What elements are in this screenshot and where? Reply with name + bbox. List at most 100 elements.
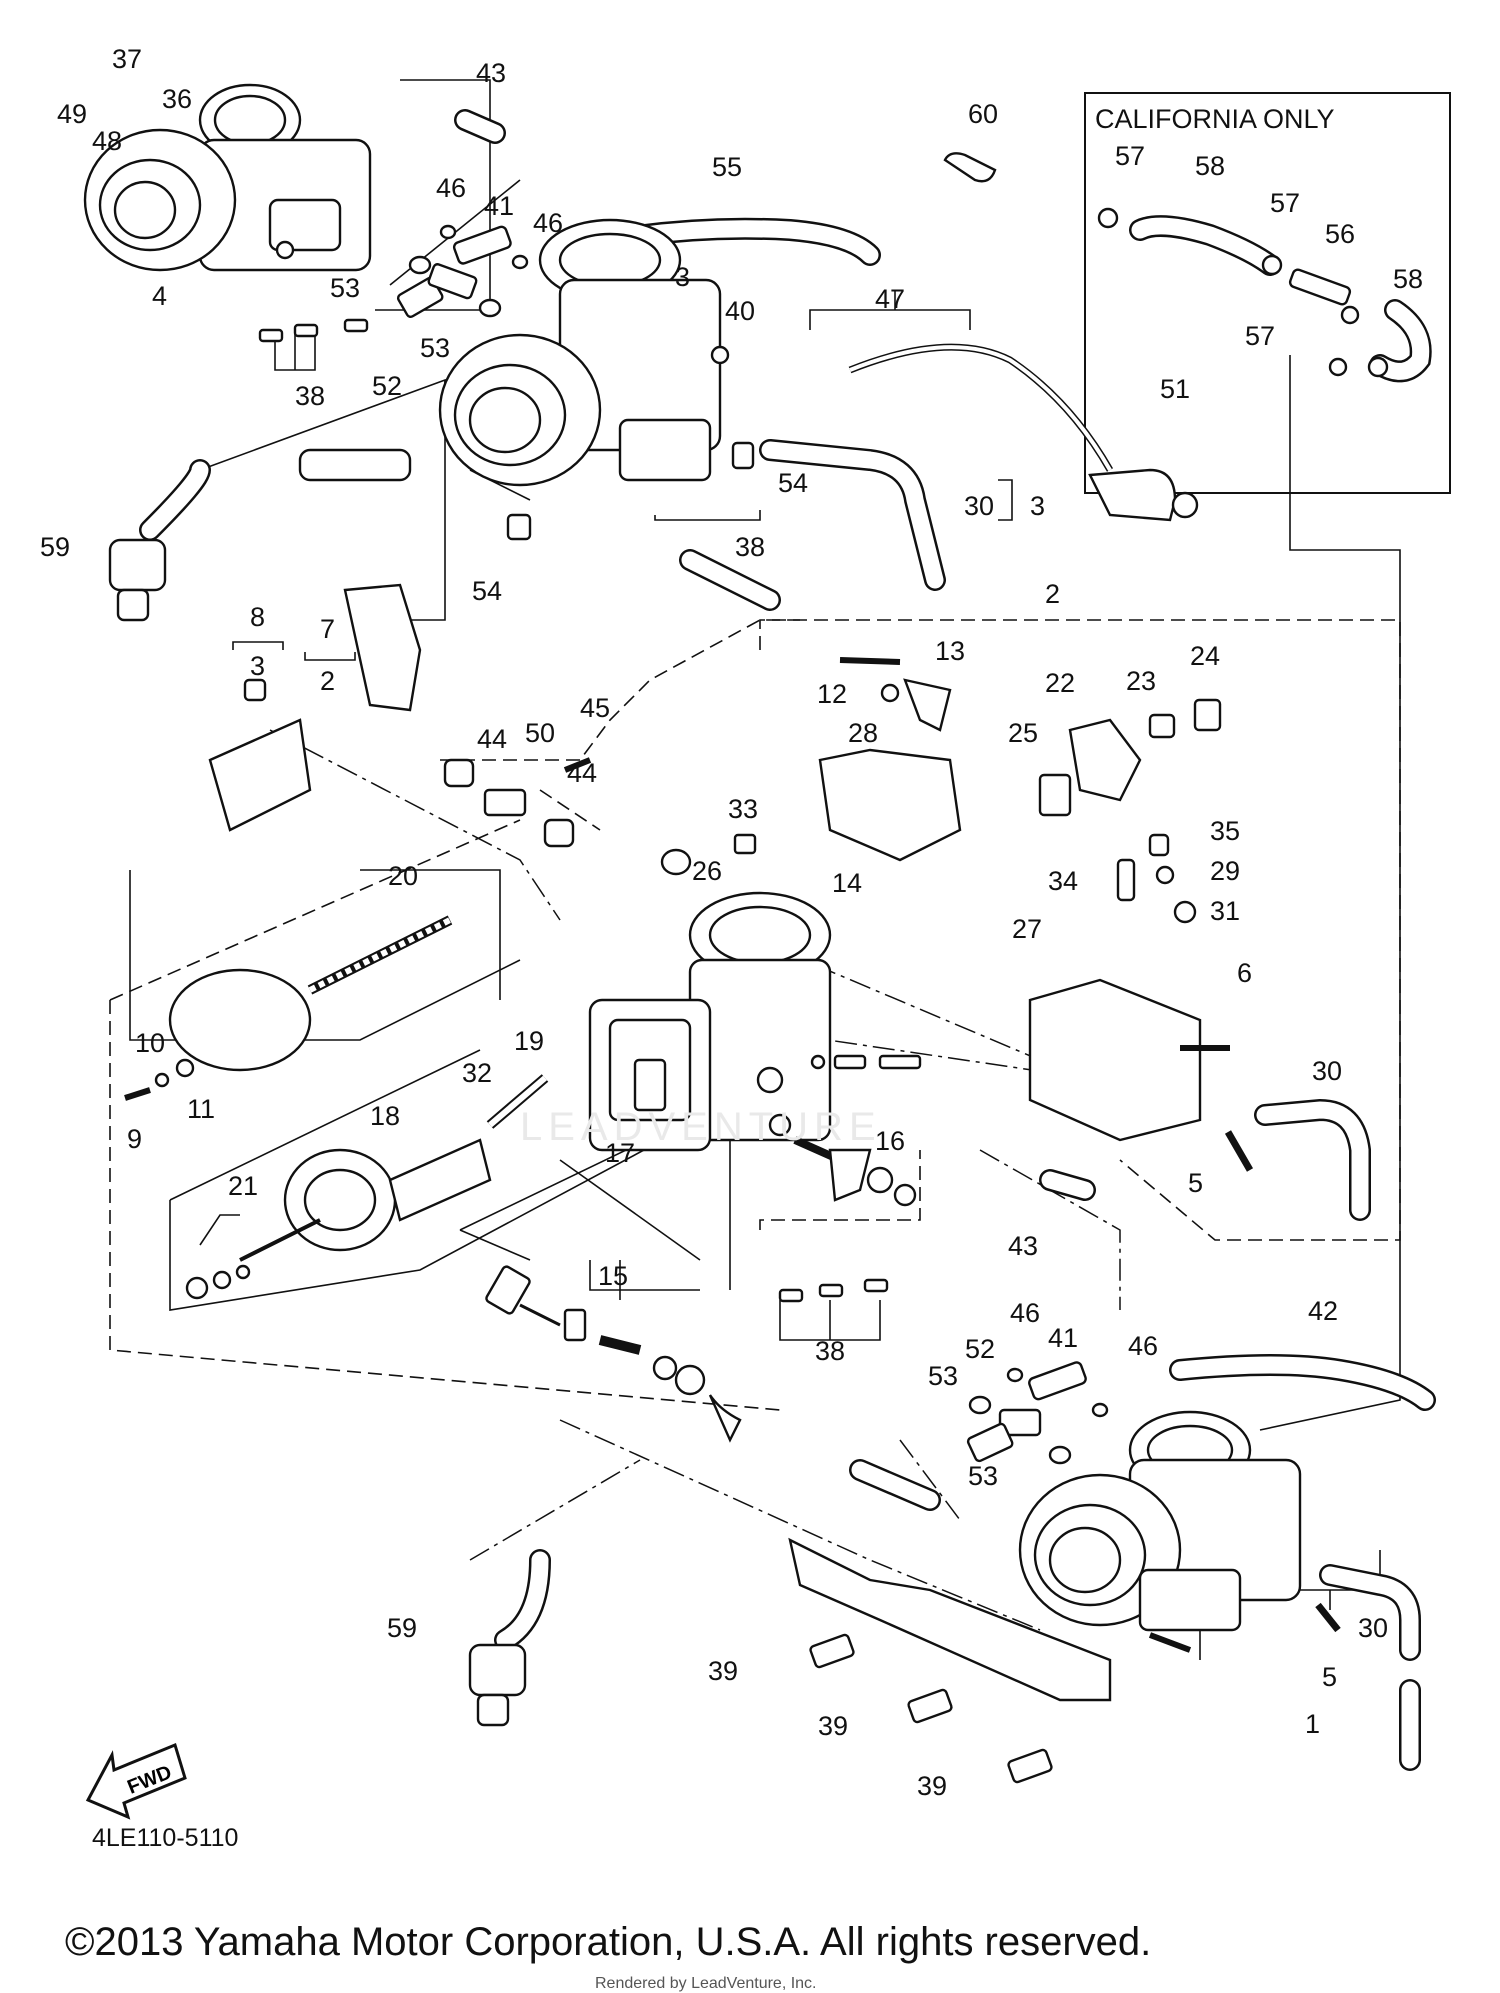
components <box>108 152 1341 1784</box>
part-label: 48 <box>92 126 122 156</box>
part-label: 6 <box>1237 958 1252 988</box>
part-label: 23 <box>1126 666 1156 696</box>
part-label: 12 <box>817 679 847 709</box>
part-label: 54 <box>778 468 808 498</box>
part-label: 39 <box>818 1711 848 1741</box>
part-label: 52 <box>372 371 402 401</box>
leader-lines <box>129 79 1401 1660</box>
part-label: 36 <box>162 84 192 114</box>
part-label: 57 <box>1270 188 1300 218</box>
diagram-code: 4LE110-5110 <box>92 1824 239 1852</box>
part-label: 46 <box>533 208 563 238</box>
part-label: 17 <box>605 1138 635 1168</box>
part-label: 30 <box>964 491 994 521</box>
carburetor-top-center <box>438 218 730 487</box>
part-label: 35 <box>1210 816 1240 846</box>
part-labels: 37 36 43 60 49 48 46 41 46 55 3 40 47 57… <box>40 44 1423 1801</box>
part-label: 5 <box>1322 1662 1337 1692</box>
part-label: 9 <box>127 1124 142 1154</box>
part-label: 43 <box>1008 1231 1038 1261</box>
part-label: 30 <box>1358 1613 1388 1643</box>
part-label: 53 <box>968 1461 998 1491</box>
part-label: 2 <box>1045 579 1060 609</box>
part-label: 34 <box>1048 866 1078 896</box>
part-label: 5 <box>1188 1168 1203 1198</box>
part-label: 19 <box>514 1026 544 1056</box>
part-label: 46 <box>1128 1331 1158 1361</box>
part-label: 37 <box>112 44 142 74</box>
part-label: 57 <box>1115 141 1145 171</box>
part-label: 38 <box>295 381 325 411</box>
part-label: 39 <box>708 1656 738 1686</box>
part-label: 43 <box>476 58 506 88</box>
part-label: 58 <box>1195 151 1225 181</box>
part-label: 15 <box>598 1261 628 1291</box>
part-label: 45 <box>580 693 610 723</box>
part-label: 53 <box>928 1361 958 1391</box>
part-label: 41 <box>484 191 514 221</box>
carburetor-center <box>588 891 832 1152</box>
part-label: 3 <box>675 262 690 292</box>
part-label: 52 <box>965 1334 995 1364</box>
part-label: 3 <box>1030 491 1045 521</box>
rendered-by-text: Rendered by LeadVenture, Inc. <box>595 1975 817 1992</box>
part-label: 14 <box>832 868 862 898</box>
part-label: 3 <box>250 651 265 681</box>
part-label: 2 <box>320 666 335 696</box>
california-only-box: CALIFORNIA ONLY <box>1084 92 1451 494</box>
part-label: 18 <box>370 1101 400 1131</box>
part-label: 40 <box>725 296 755 326</box>
part-label: 24 <box>1190 641 1220 671</box>
part-label: 46 <box>1010 1298 1040 1328</box>
part-label: 38 <box>735 532 765 562</box>
part-label: 55 <box>712 152 742 182</box>
part-label: 4 <box>152 281 167 311</box>
part-label: 57 <box>1245 321 1275 351</box>
part-label: 41 <box>1048 1323 1078 1353</box>
part-label: 60 <box>968 99 998 129</box>
carburetor-top-left <box>83 83 372 272</box>
part-label: 31 <box>1210 896 1240 926</box>
part-label: 46 <box>436 173 466 203</box>
part-label: 30 <box>1312 1056 1342 1086</box>
part-label: 59 <box>387 1613 417 1643</box>
part-label: 54 <box>472 576 502 606</box>
copyright-text: ©2013 Yamaha Motor Corporation, U.S.A. A… <box>65 1920 1152 1964</box>
part-label: 8 <box>250 602 265 632</box>
part-label: 20 <box>388 861 418 891</box>
part-label: 50 <box>525 718 555 748</box>
part-label: 59 <box>40 532 70 562</box>
part-label: 53 <box>330 273 360 303</box>
part-label: 51 <box>1160 374 1190 404</box>
forward-arrow-icon: FWD <box>85 1742 187 1820</box>
carburetor-bottom-right <box>1018 1410 1302 1632</box>
part-label: 27 <box>1012 914 1042 944</box>
part-label: 11 <box>187 1094 215 1124</box>
part-label: 7 <box>320 614 335 644</box>
dashed-outlines <box>109 619 1401 1411</box>
part-label: 33 <box>728 794 758 824</box>
part-label: 53 <box>420 333 450 363</box>
part-label: 25 <box>1008 718 1038 748</box>
california-only-title: CALIFORNIA ONLY <box>1095 104 1335 134</box>
part-label: 21 <box>228 1171 258 1201</box>
part-label: 10 <box>135 1028 165 1058</box>
part-label: 38 <box>815 1336 845 1366</box>
part-label: 1 <box>1305 1709 1320 1739</box>
part-label: 56 <box>1325 219 1355 249</box>
part-label: 26 <box>692 856 722 886</box>
part-label: 32 <box>462 1058 492 1088</box>
part-label: 44 <box>567 758 597 788</box>
part-label: 42 <box>1308 1296 1338 1326</box>
part-label: 29 <box>1210 856 1240 886</box>
part-label: 58 <box>1393 264 1423 294</box>
part-label: 47 <box>875 284 905 314</box>
part-label: 13 <box>935 636 965 666</box>
watermark-text: LEADVENTURE <box>520 1105 882 1149</box>
part-label: 44 <box>477 724 507 754</box>
part-label: 49 <box>57 99 87 129</box>
part-label: 16 <box>875 1126 905 1156</box>
part-label: 22 <box>1045 668 1075 698</box>
part-label: 39 <box>917 1771 947 1801</box>
